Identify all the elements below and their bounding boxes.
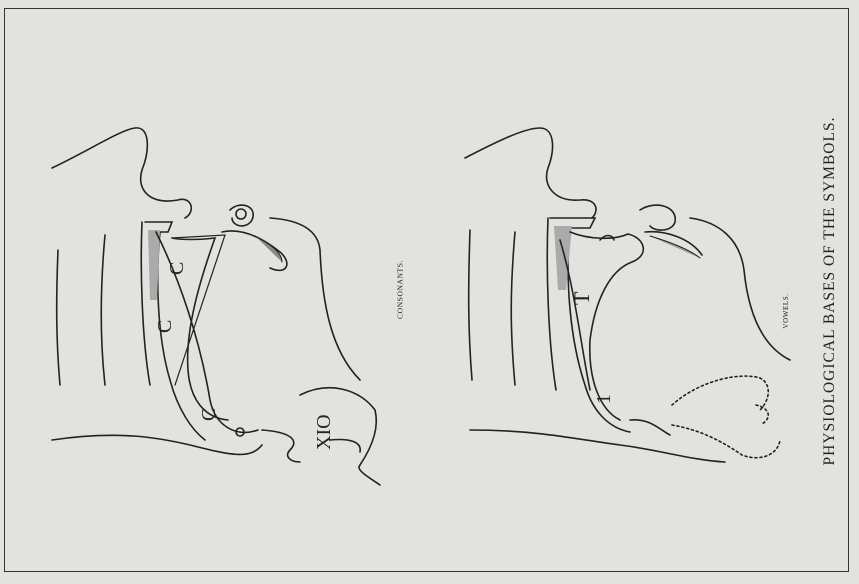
consonants-diagram: C C C XIO — [52, 128, 380, 485]
svg-text:C: C — [154, 320, 176, 333]
consonants-label: CONSONANTS. — [396, 230, 405, 350]
plate-title: PHYSIOLOGICAL BASES OF THE SYMBOLS. — [821, 61, 839, 521]
vowels-diagram: T 1 — [465, 128, 790, 462]
svg-text:C: C — [166, 262, 188, 275]
svg-text:XIO: XIO — [313, 414, 335, 450]
svg-text:1: 1 — [593, 394, 615, 404]
vowels-label: VOWELS. — [782, 271, 790, 351]
svg-text:T: T — [569, 291, 594, 305]
svg-text:C: C — [198, 408, 220, 421]
